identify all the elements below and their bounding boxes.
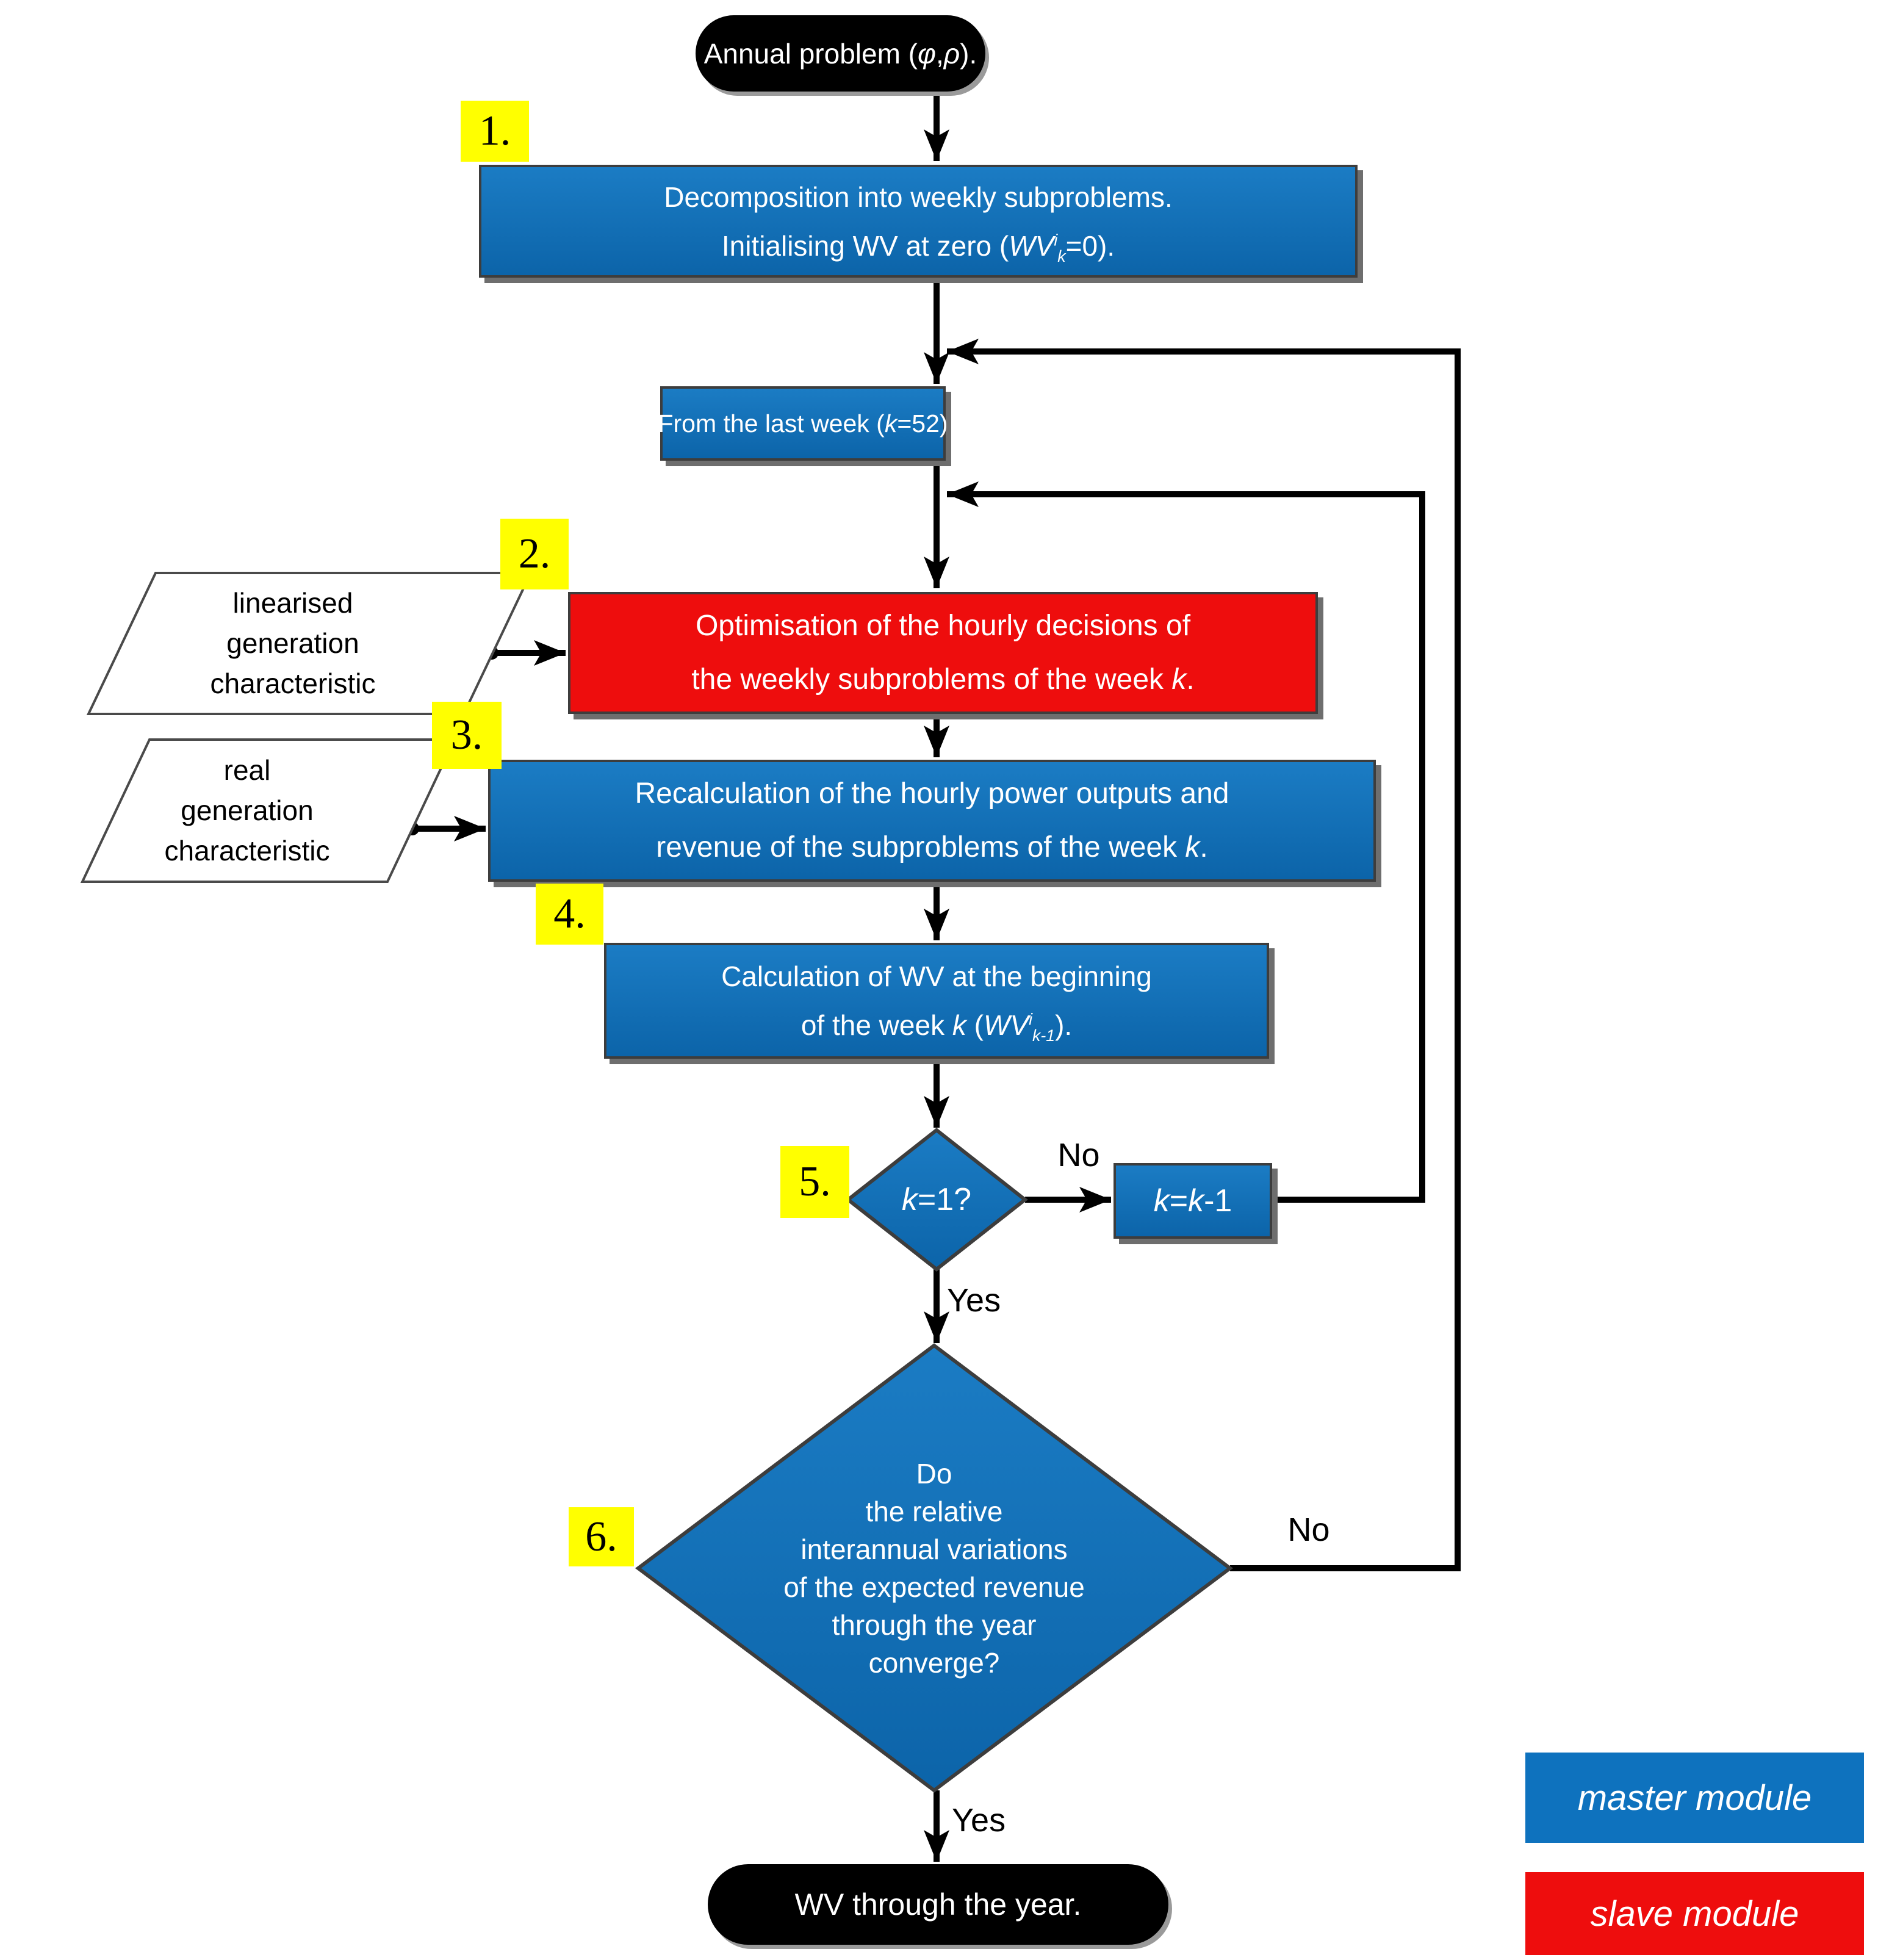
k1-decision-diamond-shape [845,1128,1028,1272]
k1-yes-branch-label: Yes [947,1282,1001,1319]
step-label-5-text: 5. [799,1158,831,1205]
decomposition-process-box: Decomposition into weekly subproblems. I… [479,165,1358,278]
step-label-5: 5. [780,1146,849,1218]
real-input-line2: generation [181,794,314,826]
convergence-line-0: Do [916,1458,952,1490]
convergence-yes-branch-label: Yes [952,1802,1006,1839]
step-label-4-text: 4. [553,890,586,937]
step-label-6: 6. [569,1507,634,1566]
loop-convergence-no-to-year-iteration [947,339,1461,1571]
k-decrement-text: k=k-1 [1153,1183,1232,1219]
linearised-input-line1: linearised [232,587,353,619]
optimisation-line2: the weekly subproblems of the week k. [691,663,1195,696]
k1-decision-text: k=1? [901,1182,972,1217]
legend-slave-module-text: slave module [1590,1893,1799,1934]
real-parallelogram-shape [80,738,457,883]
step-label-1: 1. [461,101,529,162]
optimisation-line1: Optimisation of the hourly decisions of [695,610,1191,642]
optimisation-process-box: Optimisation of the hourly decisions of … [568,592,1318,714]
k-decrement-process-box: k=k-1 [1113,1163,1272,1239]
real-input-line1: real [223,754,271,786]
real-input-text: real generation characteristic [64,750,430,871]
recalculation-process-box: Recalculation of the hourly power output… [488,760,1376,882]
start-terminator-text: Annual problem (φ,ρ). [703,37,977,70]
wv-calculation-line1: Calculation of WV at the beginning [721,960,1152,992]
linearised-input-line3: characteristic [210,668,376,699]
convergence-line-3: of the expected revenue [783,1571,1085,1603]
wv-calculation-line2: of the week k (WVik-1). [800,1009,1073,1045]
step-label-2: 2. [500,519,569,589]
wv-calculation-process-box: Calculation of WV at the beginning of th… [604,943,1269,1059]
loop-kdecrement-to-week-iteration [947,481,1425,1203]
convergence-line-5: converge? [868,1647,1000,1679]
convergence-decision-diamond-shape [635,1343,1233,1793]
step-label-6-text: 6. [585,1513,617,1560]
real-input-line3: characteristic [164,835,330,867]
legend-slave-module: slave module [1525,1872,1864,1955]
legend-master-module: master module [1525,1753,1864,1843]
from-last-week-process-box: From the last week (k=52) [658,386,948,461]
decomposition-line1: Decomposition into weekly subproblems. [664,181,1173,213]
start-terminator: Annual problem (φ,ρ). [696,15,985,92]
recalculation-line1: Recalculation of the hourly power output… [635,777,1229,810]
convergence-no-branch-label: No [1287,1511,1330,1548]
step-label-3-text: 3. [450,712,483,758]
convergence-decision-text: Do the relative interannual variations o… [690,1455,1178,1682]
k1-no-branch-label: No [1057,1137,1100,1173]
step-label-4: 4. [536,884,603,945]
end-terminator: WV through the year. [708,1864,1168,1945]
linearised-input-text: linearised generation characteristic [104,583,482,704]
decomposition-line2: Initialising WV at zero (WVik=0). [721,229,1115,265]
legend-master-module-text: master module [1577,1778,1812,1818]
convergence-line-4: through the year [832,1609,1037,1641]
step-label-3: 3. [432,702,502,769]
step-label-2-text: 2. [518,530,551,577]
recalculation-line2: revenue of the subproblems of the week k… [656,831,1208,863]
end-terminator-text: WV through the year. [794,1887,1082,1922]
convergence-line-2: interannual variations [800,1533,1068,1565]
linearised-input-line2: generation [226,627,359,659]
step-label-1-text: 1. [478,107,511,154]
convergence-line-1: the relative [865,1496,1003,1527]
from-last-week-text: From the last week (k=52) [658,409,948,438]
